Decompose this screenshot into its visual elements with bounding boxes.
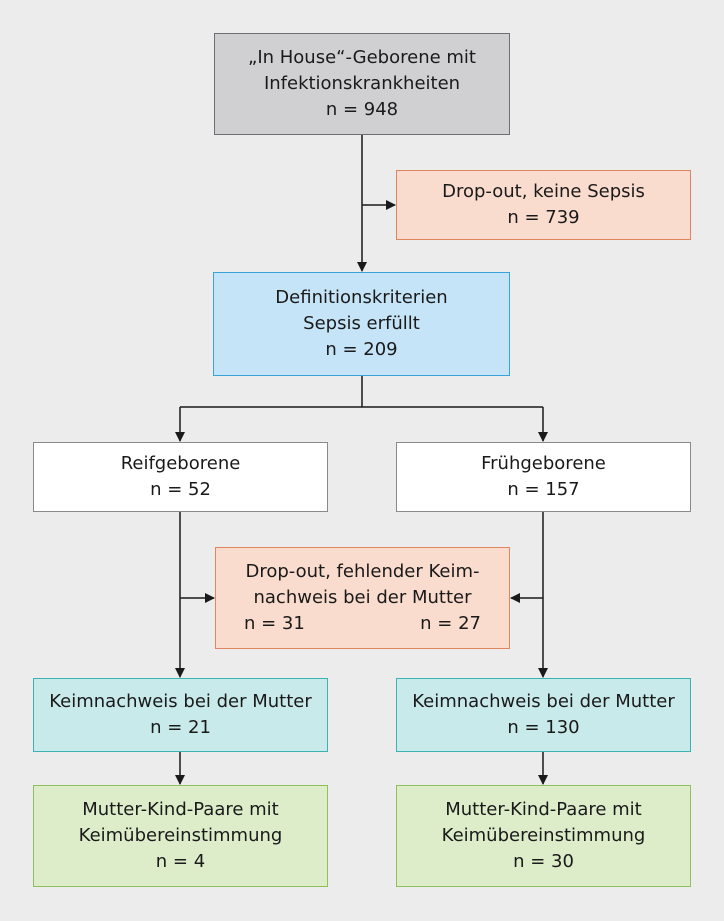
box-sepsis-criteria: Definitionskriterien Sepsis erfüllt n = … xyxy=(213,272,510,376)
box-count-term: n = 31 xyxy=(244,613,305,634)
box-label-line1: Frühgeborene xyxy=(481,453,606,474)
box-dropout-missing-germ: Drop-out, fehlender Keim- nachweis bei d… xyxy=(215,547,510,649)
box-count: n = 52 xyxy=(150,479,211,500)
box-count: n = 30 xyxy=(513,851,574,872)
box-preterm-births: Frühgeborene n = 157 xyxy=(396,442,691,512)
box-label-line2: Keimübereinstimmung xyxy=(78,825,283,846)
box-term-germ-detection: Keimnachweis bei der Mutter n = 21 xyxy=(33,678,328,752)
box-count-row: n = 31 n = 27 xyxy=(216,611,509,637)
box-label-line2: Infektionskrankheiten xyxy=(263,73,461,94)
box-preterm-matched-pairs: Mutter-Kind-Paare mit Keimübereinstimmun… xyxy=(396,785,691,887)
box-dropout-no-sepsis: Drop-out, keine Sepsis n = 739 xyxy=(396,170,691,240)
box-label-line1: Drop-out, keine Sepsis xyxy=(442,181,645,202)
box-label-line1: Keimnachweis bei der Mutter xyxy=(412,691,675,712)
box-term-births: Reifgeborene n = 52 xyxy=(33,442,328,512)
box-label-line1: Reifgeborene xyxy=(120,453,241,474)
box-count: n = 739 xyxy=(507,207,580,228)
box-count: n = 4 xyxy=(155,851,206,872)
box-label-line1: Mutter-Kind-Paare mit xyxy=(445,799,642,820)
box-count: n = 209 xyxy=(325,339,398,360)
box-count: n = 948 xyxy=(325,99,399,120)
box-preterm-germ-detection: Keimnachweis bei der Mutter n = 130 xyxy=(396,678,691,752)
box-label-line2: nachweis bei der Mutter xyxy=(253,587,472,608)
box-label-line1: „In House“-Geborene mit xyxy=(248,47,476,68)
box-label-line2: Sepsis erfüllt xyxy=(303,313,420,334)
box-label-line1: Drop-out, fehlender Keim- xyxy=(245,561,480,582)
box-count: n = 21 xyxy=(150,717,211,738)
box-label-line2: Keimübereinstimmung xyxy=(441,825,646,846)
box-count: n = 130 xyxy=(507,717,580,738)
box-in-house-births: „In House“-Geborene mit Infektionskrankh… xyxy=(214,33,510,135)
box-label-line1: Keimnachweis bei der Mutter xyxy=(49,691,312,712)
box-count-preterm: n = 27 xyxy=(420,613,481,634)
box-count: n = 157 xyxy=(507,479,580,500)
box-label-line1: Definitionskriterien xyxy=(275,287,448,308)
box-term-matched-pairs: Mutter-Kind-Paare mit Keimübereinstimmun… xyxy=(33,785,328,887)
box-label-line1: Mutter-Kind-Paare mit xyxy=(82,799,279,820)
